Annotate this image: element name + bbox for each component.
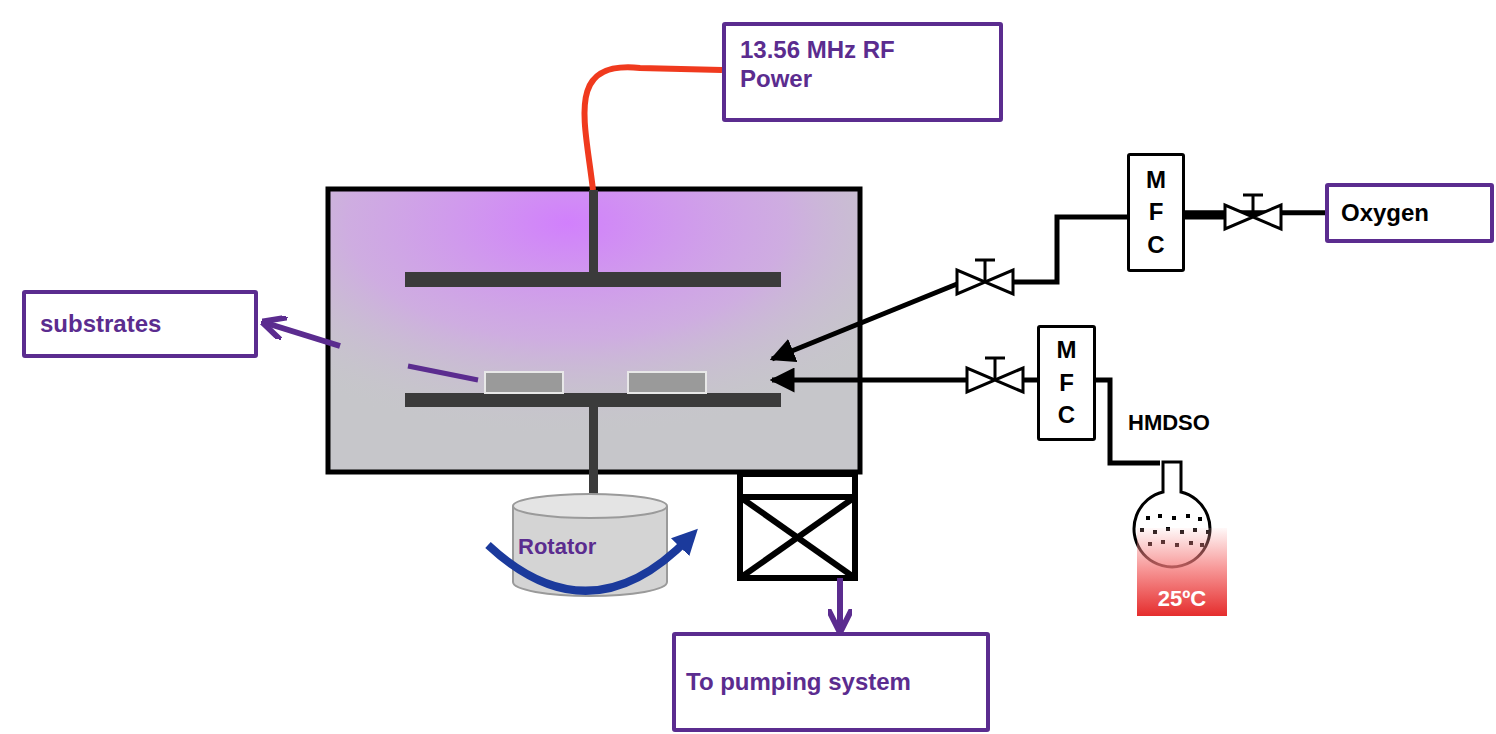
pump-box: To pumping system	[672, 632, 990, 732]
mass-flow-controller: M F C	[1127, 153, 1185, 272]
node-text: 25ºC	[1158, 586, 1206, 612]
node-text: Rotator	[518, 534, 596, 560]
gas-source-box: Oxygen	[1325, 183, 1494, 243]
node-text: substrates	[40, 310, 161, 339]
chemical-label: HMDSO	[1128, 410, 1210, 436]
node-text: 13.56 MHz RF Power	[740, 36, 930, 94]
node-text: M F C	[1144, 164, 1168, 261]
node-text: To pumping system	[686, 668, 911, 697]
rotator-stage: Rotator	[483, 490, 698, 605]
heater-block: 25ºC	[1137, 528, 1227, 616]
substrates-box: substrates	[22, 290, 258, 358]
mass-flow-controller: M F C	[1037, 325, 1096, 441]
node-text: Oxygen	[1341, 199, 1429, 228]
power-box: 13.56 MHz RF Power	[722, 22, 1003, 122]
node-text: M F C	[1055, 334, 1079, 431]
